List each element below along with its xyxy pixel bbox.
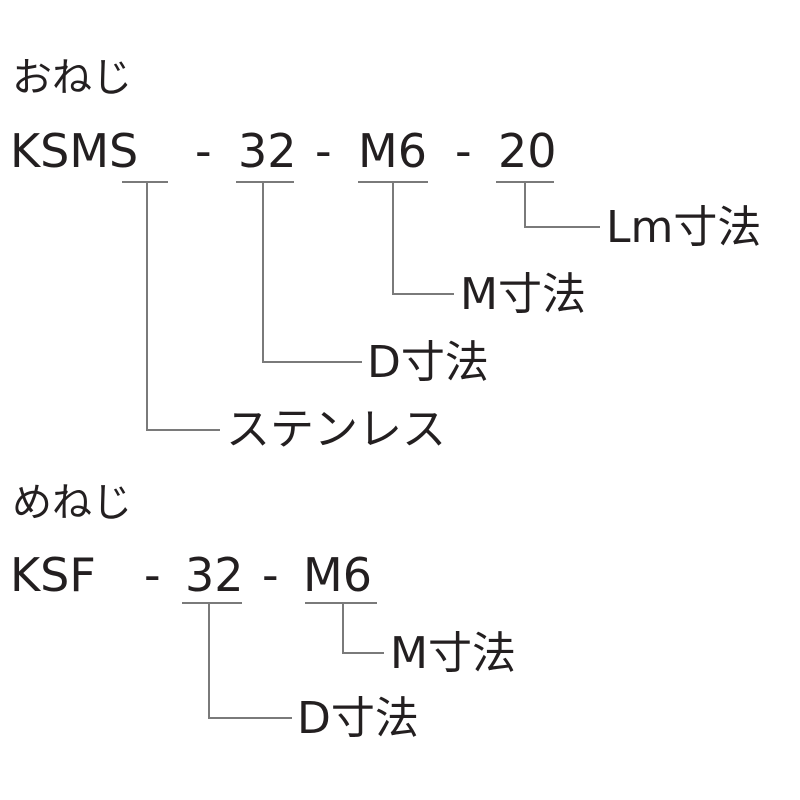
male-code-m: M6 <box>358 124 427 178</box>
female-code-d: 32 <box>185 548 244 602</box>
female-m-leader-vertical <box>342 603 344 653</box>
female-d-leader-vertical <box>208 603 210 718</box>
male-m-leader-vertical <box>392 182 394 294</box>
male-material-leader-horizontal <box>146 429 220 431</box>
female-d-leader-horizontal <box>208 717 292 719</box>
male-d-label: D寸法 <box>367 337 489 388</box>
female-thread-heading: めねじ <box>12 480 132 526</box>
female-m-underline <box>305 602 377 604</box>
female-m-leader-horizontal <box>342 652 384 654</box>
female-code-series: KSF <box>10 548 96 602</box>
male-material-label: ステンレス <box>226 404 446 455</box>
male-lm-label: Lm寸法 <box>606 202 762 253</box>
female-code-dash-1: - <box>144 548 161 602</box>
male-material-leader-vertical <box>146 182 148 430</box>
male-m-label: M寸法 <box>460 269 586 320</box>
male-code-dash-2: - <box>315 124 332 178</box>
male-d-leader-vertical <box>262 182 264 362</box>
female-m-label: M寸法 <box>390 628 516 679</box>
male-code-d: 32 <box>238 124 297 178</box>
male-d-leader-horizontal <box>262 361 362 363</box>
female-d-label: D寸法 <box>297 693 419 744</box>
male-m-leader-horizontal <box>392 293 454 295</box>
male-lm-leader-vertical <box>524 182 526 227</box>
female-d-underline <box>182 602 242 604</box>
female-code-dash-2: - <box>262 548 279 602</box>
male-code-dash-1: - <box>195 124 212 178</box>
male-series-underline <box>122 181 168 183</box>
male-code-lm: 20 <box>498 124 557 178</box>
male-code-series: KSMS <box>10 124 139 178</box>
male-d-underline <box>236 181 294 183</box>
male-thread-heading: おねじ <box>12 55 132 101</box>
male-lm-leader-horizontal <box>524 226 600 228</box>
male-code-dash-3: - <box>455 124 472 178</box>
female-code-m: M6 <box>303 548 372 602</box>
